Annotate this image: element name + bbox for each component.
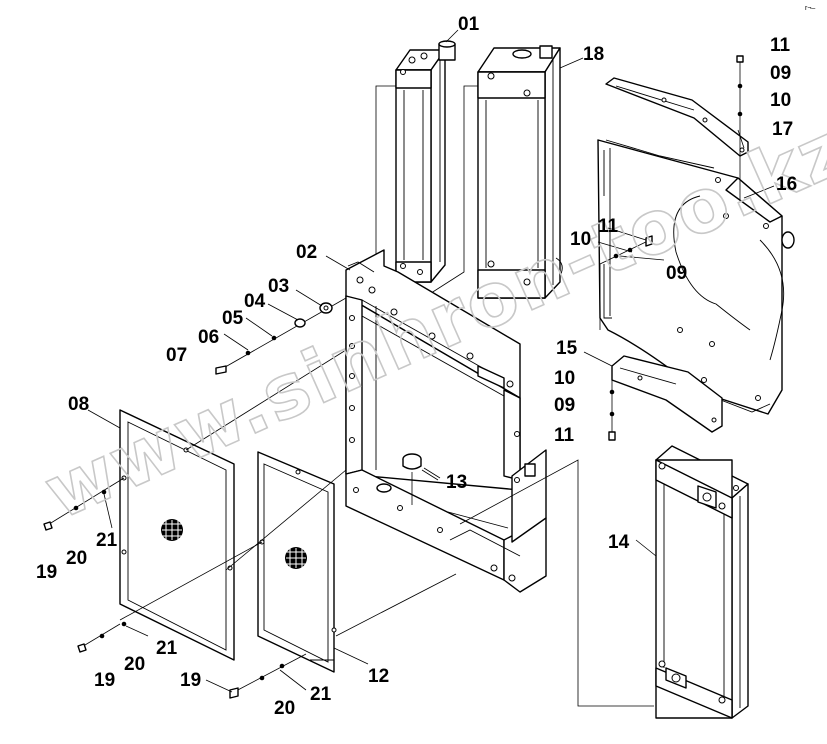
callout-09-mid: 09 [666,263,687,284]
part-13-drain-plug [376,453,439,505]
part-17-upper-bracket [605,77,749,157]
hardware-left-chain [43,477,125,531]
callout-12: 12 [368,666,389,687]
callout-20-bottom: 20 [274,698,295,719]
corner-mark: r¬– [805,5,815,12]
callout-19-bottom-left: 19 [94,670,115,691]
callout-05: 05 [222,308,244,329]
hardware-bottom-mid-chain [229,653,307,699]
callout-13: 13 [446,472,467,493]
callout-21-left: 21 [96,530,118,551]
callout-06: 06 [198,327,219,348]
callout-numbers: 01 18 11 09 10 17 16 11 10 09 02 03 04 0… [36,14,797,719]
callout-21-bottom: 21 [310,684,332,705]
callout-04: 04 [244,291,266,312]
callout-11-low: 11 [554,425,575,446]
callout-03: 03 [268,276,289,297]
callout-leaders [87,29,775,693]
callout-09-top: 09 [770,63,791,84]
callout-18: 18 [583,44,604,65]
callout-15: 15 [556,338,578,359]
callout-09-low: 09 [554,395,575,416]
part-01-oil-cooler [395,40,456,283]
part-08-left-screen [119,409,235,661]
part-02-radiator-frame [345,249,547,593]
hardware-03-07-chain [215,297,347,375]
callout-07: 07 [166,345,187,366]
callout-16: 16 [776,174,797,195]
part-18-radiator [477,45,563,299]
hardware-right-low-chain [608,370,616,441]
callout-01: 01 [458,14,480,35]
callout-11-mid: 11 [598,216,619,237]
part-15-lower-bracket [611,355,723,433]
callout-14: 14 [608,532,630,553]
callout-21-bottom-left: 21 [156,638,178,659]
hardware-bottom-left-chain [77,621,127,653]
callout-17: 17 [772,119,793,140]
callout-20-bottom-left: 20 [124,654,145,675]
callout-02: 02 [296,242,317,263]
hardware-right-mid-chain [599,235,653,330]
part-14-charge-air-cooler [655,445,749,719]
callout-10-low: 10 [554,368,575,389]
callout-19-bottom: 19 [180,670,201,691]
callout-19-left: 19 [36,562,57,583]
part-12-right-screen [257,451,337,673]
callout-08: 08 [68,394,89,415]
callout-20-left: 20 [66,548,87,569]
hardware-right-top-chain [736,55,744,200]
callout-10-mid: 10 [570,229,591,250]
callout-11-top: 11 [770,35,791,56]
callout-10-top: 10 [770,90,791,111]
